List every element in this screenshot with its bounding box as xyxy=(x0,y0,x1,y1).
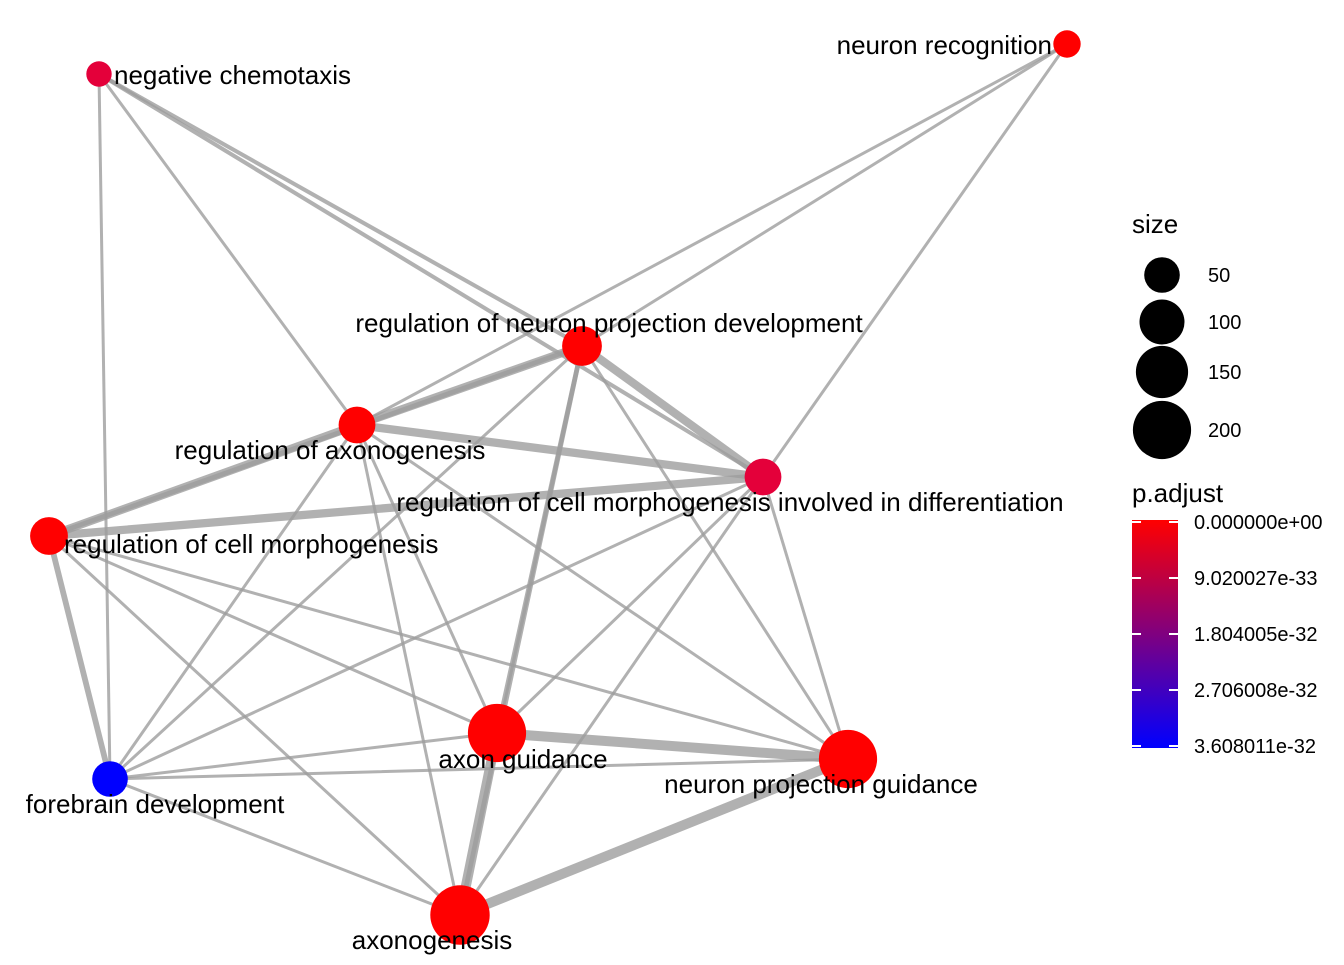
edge-reg-cell-morph-axon-guidance xyxy=(47,534,499,735)
node-label-reg-neuron-proj-dev: regulation of neuron projection developm… xyxy=(355,308,863,338)
edge-neuron-proj-guidance-axonogenesis xyxy=(455,754,853,920)
edge-reg-axonogenesis-axon-guidance xyxy=(355,423,499,735)
node-axonogenesis xyxy=(430,885,490,945)
node-label-forebrain-dev: forebrain development xyxy=(26,789,285,819)
nodes-layer xyxy=(30,30,1081,945)
color-legend-ticks: 0.000000e+00 9.020027e-33 1.804005e-32 2.70… xyxy=(1132,512,1322,758)
edge-reg-axonogenesis-neuron-proj-guidance xyxy=(355,423,850,761)
node-label-axon-guidance: axon guidance xyxy=(438,744,607,774)
edge-neuron-recognition-reg-axonogenesis xyxy=(355,42,1069,427)
edge-reg-neuron-proj-dev-forebrain-dev xyxy=(108,344,584,781)
node-label-axonogenesis: axonogenesis xyxy=(352,925,512,955)
edge-negative-chemotaxis-reg-axonogenesis xyxy=(97,72,359,427)
edge-reg-cell-morph-forebrain-dev xyxy=(46,533,113,782)
size-legend-label-150: 150 xyxy=(1208,362,1241,384)
edge-axon-guidance-axonogenesis xyxy=(455,728,502,920)
labels-layer: negative chemotaxis neuron recognition reg… xyxy=(26,30,1064,955)
edge-reg-neuron-proj-dev-neuron-proj-guidance xyxy=(580,344,850,761)
color-legend-label-1: 9.020027e-33 xyxy=(1194,568,1317,590)
node-negative-chemotaxis xyxy=(86,61,112,87)
size-legend-dot-200 xyxy=(1132,400,1192,460)
edge-neuron-proj-guidance-forebrain-dev xyxy=(108,757,850,781)
size-legend-dot-50 xyxy=(1144,257,1180,293)
edge-negative-chemotaxis-reg-cell-morph-diff xyxy=(96,71,766,480)
edge-axon-guidance-neuron-proj-guidance xyxy=(492,728,853,764)
size-legend-label-100: 100 xyxy=(1208,312,1241,334)
edge-reg-cell-morph-diff-axonogenesis xyxy=(458,475,765,917)
edge-reg-cell-morph-neuron-proj-guidance xyxy=(47,534,850,761)
node-label-reg-cell-morph: regulation of cell morphogenesis xyxy=(64,529,438,559)
node-label-neuron-proj-guidance: neuron projection guidance xyxy=(664,769,978,799)
edge-reg-axonogenesis-forebrain-dev xyxy=(108,423,359,781)
node-neuron-recognition xyxy=(1053,30,1081,58)
edge-reg-cell-morph-diff-reg-cell-morph xyxy=(44,472,768,541)
node-reg-cell-morph xyxy=(30,517,68,555)
node-label-reg-axonogenesis: regulation of axonogenesis xyxy=(175,435,486,465)
color-legend-label-4: 3.608011e-32 xyxy=(1194,736,1316,758)
size-legend-title: size xyxy=(1132,209,1178,239)
node-reg-neuron-proj-dev xyxy=(562,326,602,366)
size-legend: size 50 100 150 200 xyxy=(1132,209,1241,460)
edges-layer xyxy=(44,42,1069,920)
edge-axon-guidance-forebrain-dev xyxy=(108,731,499,781)
edge-negative-chemotaxis-forebrain-dev xyxy=(97,72,112,781)
node-label-neuron-recognition: neuron recognition xyxy=(837,30,1052,60)
edge-reg-cell-morph-axonogenesis xyxy=(47,534,462,917)
size-legend-items: 50 100 150 200 xyxy=(1132,257,1241,460)
size-legend-label-50: 50 xyxy=(1208,265,1230,287)
edge-reg-cell-morph-diff-axon-guidance xyxy=(495,475,765,735)
node-forebrain-dev xyxy=(92,761,128,797)
color-legend-label-0: 0.000000e+00 xyxy=(1194,512,1322,534)
color-legend-title: p.adjust xyxy=(1132,478,1224,508)
node-label-reg-cell-morph-diff: regulation of cell morphogenesis involve… xyxy=(396,487,1063,517)
edge-neuron-recognition-reg-cell-morph-diff xyxy=(761,42,1069,479)
node-neuron-proj-guidance xyxy=(818,729,878,789)
size-legend-label-200: 200 xyxy=(1208,420,1241,442)
color-legend-label-2: 1.804005e-32 xyxy=(1194,624,1317,646)
edge-reg-cell-morph-diff-neuron-proj-guidance xyxy=(761,475,850,761)
edge-reg-neuron-proj-dev-reg-cell-morph-diff xyxy=(577,341,768,482)
size-legend-dot-150 xyxy=(1135,345,1189,399)
edge-reg-axonogenesis-reg-cell-morph xyxy=(44,420,362,541)
color-legend-label-3: 2.706008e-32 xyxy=(1194,680,1317,702)
edge-negative-chemotaxis-reg-neuron-proj-dev xyxy=(96,71,585,349)
size-legend-dot-100 xyxy=(1139,299,1185,345)
node-reg-axonogenesis xyxy=(338,406,376,444)
node-axon-guidance xyxy=(467,703,527,763)
node-reg-cell-morph-diff xyxy=(744,458,782,496)
edge-neuron-recognition-reg-neuron-proj-dev xyxy=(580,42,1069,348)
node-label-negative-chemotaxis: negative chemotaxis xyxy=(114,60,351,90)
edge-forebrain-dev-axonogenesis xyxy=(108,777,462,917)
color-legend: p.adjust 0.000000e+00 9.020027e-33 1.80400… xyxy=(1132,478,1322,758)
edge-reg-cell-morph-diff-forebrain-dev xyxy=(108,475,765,781)
edge-reg-axonogenesis-reg-cell-morph-diff xyxy=(352,420,768,482)
